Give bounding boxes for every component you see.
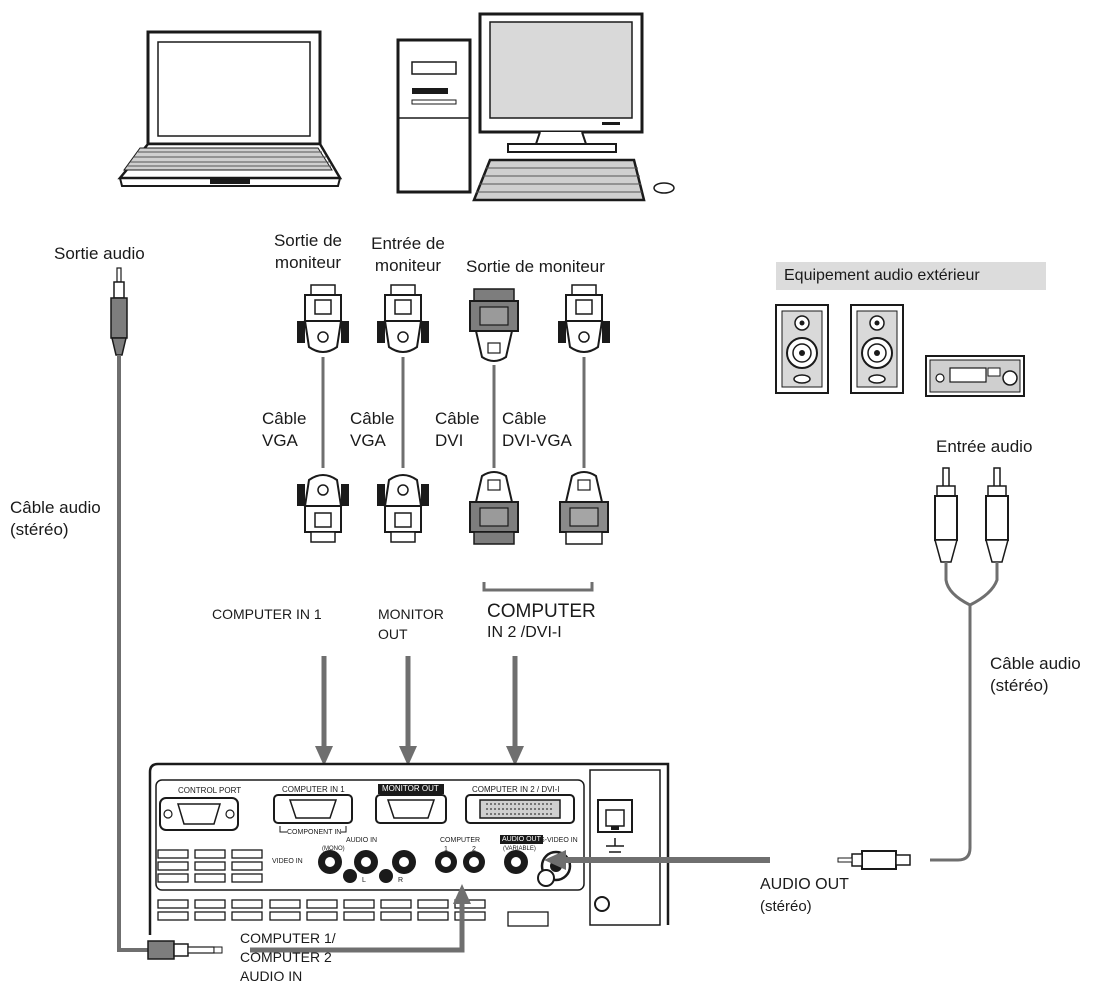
vga-connector-bottom-1	[296, 474, 350, 543]
label-line: moniteur	[374, 256, 442, 275]
panel-label-control-port: CONTROL PORT	[178, 786, 242, 795]
projector-rear-panel	[148, 762, 670, 935]
vga-connector-top-3	[557, 284, 611, 353]
label-monitor-out: MONITOR OUT	[378, 604, 444, 644]
panel-label-s-video-in: S-VIDEO IN	[540, 837, 578, 844]
audio-cable-right	[930, 562, 999, 862]
arrow-monitor-out	[399, 656, 417, 766]
label-line: COMPUTER 1/	[240, 930, 336, 946]
computer-audio-in-plug	[147, 940, 223, 960]
panel-label-r: R	[398, 877, 404, 884]
label-line: COMPUTER 2	[240, 949, 332, 965]
label-computer-in-2: COMPUTER IN 2 /DVI-I	[487, 600, 596, 643]
panel-label-computer-in-1: COMPUTER IN 1	[282, 785, 345, 794]
rca-plug-right	[985, 467, 1009, 563]
label-line: moniteur	[274, 253, 342, 272]
panel-label-component-in: COMPONENT IN	[287, 828, 342, 837]
label-line: (stéréo)	[990, 676, 1049, 695]
rca-plug-left	[934, 467, 958, 563]
panel-label-computer-in-2: COMPUTER IN 2 / DVI-I	[472, 785, 560, 794]
arrow-computer-audio-in	[250, 884, 471, 953]
label-equipement-audio: Equipement audio extérieur	[784, 267, 980, 284]
audio-cable-left	[117, 355, 148, 952]
panel-label-computer: COMPUTER	[440, 837, 481, 844]
arrow-computer-in-1	[315, 656, 333, 766]
panel-label-computer-1: 1	[444, 846, 448, 853]
label-line: Câble	[435, 409, 480, 428]
label-computer-in-1: COMPUTER IN 1	[212, 606, 322, 622]
speaker-right-icon	[850, 304, 904, 394]
label-line: DVI	[435, 431, 464, 450]
label-line: COMPUTER	[487, 601, 596, 622]
label-line: (stéréo)	[760, 898, 812, 915]
computer-in-2-bracket	[482, 582, 594, 592]
dvi-vga-connector-bottom	[559, 471, 609, 545]
label-line: Câble	[262, 409, 307, 428]
dvi-connector-bottom	[469, 471, 519, 545]
label-line: VGA	[350, 431, 386, 450]
audio-out-plug-right	[837, 850, 911, 870]
arrow-audio-out	[544, 850, 770, 870]
label-sortie-de-moniteur-2: Sortie de moniteur	[466, 257, 605, 276]
label-cable-vga-2: Câble VGA	[350, 408, 394, 452]
label-line: MONITOR	[378, 606, 444, 622]
label-line: Câble audio	[10, 498, 101, 517]
label-entree-de-moniteur: Entrée de moniteur	[360, 233, 456, 277]
amplifier-icon	[925, 355, 1025, 397]
label-line: Entrée de	[371, 234, 445, 253]
dvi-connector-top	[469, 288, 519, 362]
label-line: OUT	[378, 626, 408, 642]
label-cable-audio-right: Câble audio (stéréo)	[990, 653, 1081, 697]
label-line: AUDIO OUT	[760, 876, 849, 893]
panel-label-mono: (MONO)	[322, 846, 345, 852]
panel-label-l: L	[362, 877, 366, 884]
arrow-computer-in-2	[506, 656, 524, 766]
label-line: Câble	[502, 409, 547, 428]
label-cable-audio-left: Câble audio (stéréo)	[10, 497, 101, 541]
audio-out-plug	[110, 267, 128, 356]
desktop-computer-icon	[396, 12, 675, 202]
panel-label-audio-in: AUDIO IN	[346, 837, 378, 844]
laptop-icon	[117, 30, 343, 187]
vga-connector-top-2	[376, 284, 430, 353]
panel-label-video-in: VIDEO IN	[272, 858, 303, 865]
label-line: (stéréo)	[10, 520, 69, 539]
vga-connector-bottom-2	[376, 474, 430, 543]
label-audio-out: AUDIO OUT (stéréo)	[760, 874, 849, 918]
label-equipement-audio-box: Equipement audio extérieur	[776, 262, 1046, 290]
speaker-left-icon	[775, 304, 829, 394]
label-line: Câble	[350, 409, 395, 428]
label-line: Câble audio	[990, 654, 1081, 673]
panel-label-computer-2: 2	[472, 846, 476, 853]
label-cable-dvi: Câble DVI	[435, 408, 479, 452]
label-line: AUDIO IN	[240, 968, 303, 984]
label-sortie-audio: Sortie audio	[54, 244, 145, 263]
panel-label-monitor-out: MONITOR OUT	[382, 784, 439, 793]
panel-label-variable: (VARIABLE)	[503, 846, 536, 852]
label-line: Sortie de	[273, 231, 343, 250]
label-computer-audio-in: COMPUTER 1/ COMPUTER 2 AUDIO IN	[240, 929, 336, 986]
label-sortie-de-moniteur-1: Sortie de moniteur	[262, 230, 354, 274]
label-line: VGA	[262, 431, 298, 450]
label-line: DVI-VGA	[502, 431, 572, 450]
label-cable-dvi-vga: Câble DVI-VGA	[502, 408, 572, 452]
label-entree-audio: Entrée audio	[936, 437, 1033, 456]
label-cable-vga-1: Câble VGA	[262, 408, 306, 452]
panel-label-audio-out: AUDIO OUT	[500, 835, 543, 844]
label-line: IN 2 /DVI-I	[487, 624, 562, 641]
vga-connector-top-1	[296, 284, 350, 353]
